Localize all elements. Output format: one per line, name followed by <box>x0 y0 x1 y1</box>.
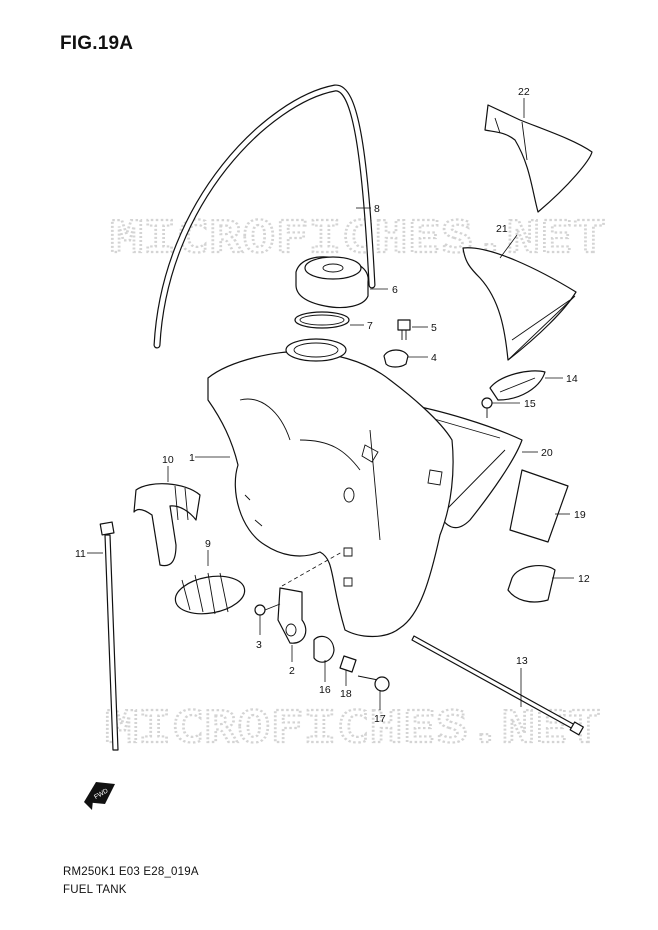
tank-shroud-lower-detail <box>507 295 576 361</box>
callout-21: 21 <box>496 223 508 235</box>
callout-13: 13 <box>516 655 528 667</box>
leader-lines <box>87 98 574 710</box>
callout-4: 4 <box>431 352 437 364</box>
bolt-3-part <box>254 603 281 616</box>
screw-15-part <box>481 397 493 418</box>
callout-8: 8 <box>374 203 380 215</box>
bolt-17-part <box>357 675 390 692</box>
callout-3: 3 <box>256 639 262 651</box>
cap-gasket-inner <box>299 314 345 326</box>
forward-direction-icon: FWD <box>84 782 115 810</box>
footer-code: RM250K1 E03 E28_019A <box>63 866 199 878</box>
heat-protector-10-detail <box>174 485 189 521</box>
callout-17: 17 <box>374 713 386 725</box>
callout-16: 16 <box>319 684 331 696</box>
cushion-16-part <box>313 635 335 663</box>
callout-22: 22 <box>518 86 530 98</box>
callout-14: 14 <box>566 373 578 385</box>
callout-7: 7 <box>367 320 373 332</box>
tank-shroud-upper-part <box>484 104 593 213</box>
figure-title: FIG.19A <box>60 33 134 54</box>
collar-18-part <box>339 655 357 673</box>
footer-title: FUEL TANK <box>63 884 127 896</box>
callout-1: 1 <box>189 452 195 464</box>
callout-19: 19 <box>574 509 586 521</box>
bolt-5-part <box>397 319 411 340</box>
bracket-2-part <box>277 587 307 644</box>
watermark-bottom: MICROFICHES.NET <box>105 702 601 753</box>
bracket-2-hole <box>285 623 297 637</box>
fuel-cap-part <box>295 256 369 309</box>
cushion-4-part <box>383 349 409 368</box>
callout-2: 2 <box>289 665 295 677</box>
callout-18: 18 <box>340 688 352 700</box>
callout-15: 15 <box>524 398 536 410</box>
cap-gasket-part <box>294 311 350 329</box>
callout-5: 5 <box>431 322 437 334</box>
tank-shroud-upper-detail <box>494 117 528 161</box>
heat-protector-10-part <box>133 483 201 567</box>
fuel-tank-part <box>207 338 454 638</box>
callout-11: 11 <box>75 548 86 560</box>
callout-12: 12 <box>578 573 590 585</box>
plate-19-part <box>509 469 569 543</box>
breather-hose-part <box>153 84 376 349</box>
cable-tie-11-part <box>99 521 119 751</box>
damper-12-part <box>507 564 556 603</box>
tank-shroud-lower-part <box>462 247 577 361</box>
clip-14-detail <box>499 377 536 393</box>
clip-14-part <box>489 370 546 401</box>
callout-9: 9 <box>205 538 211 550</box>
callout-10: 10 <box>162 454 174 466</box>
callout-6: 6 <box>392 284 398 296</box>
mounting-axis-line <box>281 551 343 587</box>
cable-tie-13-part <box>411 635 584 736</box>
callout-20: 20 <box>541 447 553 459</box>
hose-band-9-part <box>174 572 246 615</box>
